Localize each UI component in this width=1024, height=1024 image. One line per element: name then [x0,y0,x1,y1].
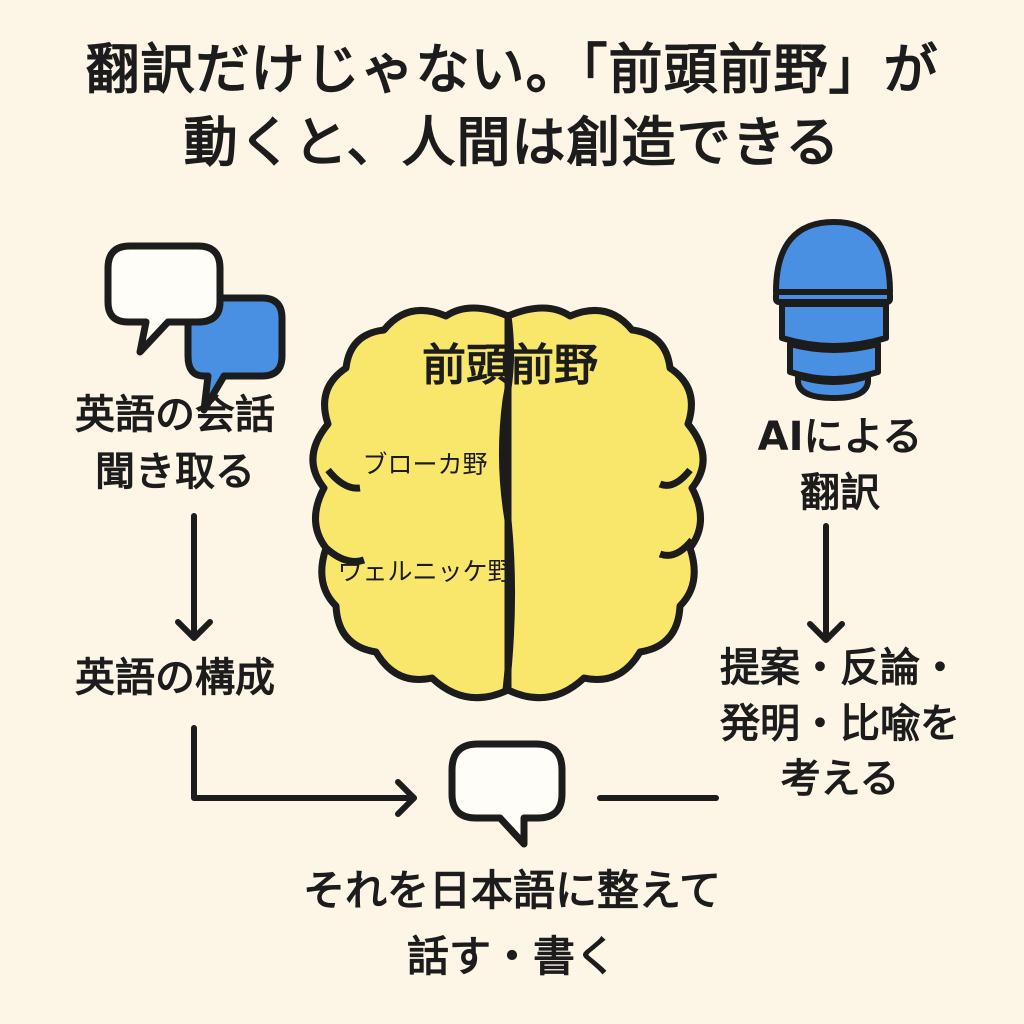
speech-bubble-icon [448,740,566,848]
listen-label-line-2: 聞き取る [95,449,255,495]
brain-region-label: 前頭前野 [422,340,598,391]
arrow-ai-to-propose [807,523,845,643]
arrow-listen-to-construct [175,513,213,641]
propose-label-line-1: 提案・反論・ [720,645,960,691]
propose-label-line-2: 発明・比喩を [720,701,960,747]
broca-area-label: ブローカ野 [362,450,488,479]
listen-label-line-1: 英語の会話 [75,392,275,438]
ai-label-line-2: 翻訳 [800,470,880,516]
ai-robot-icon [773,219,893,401]
construct-label: 英語の構成 [75,655,275,701]
output-label-line-1: それを日本語に整えて [303,866,721,915]
speech-bubbles-icon [104,242,286,414]
title-line-2: 動くと、人間は創造できる [183,111,841,174]
ai-label-line-1: AIによる [757,414,923,460]
brain-illustration [309,304,707,702]
title-line-1: 翻訳だけじゃない。「前頭前野」が [85,38,939,101]
arrow-construct-to-output [191,725,417,817]
wernicke-area-label: ウェルニッケ野 [337,557,513,586]
output-label-line-2: 話す・書く [406,932,617,981]
propose-label-line-3: 考える [780,756,900,802]
